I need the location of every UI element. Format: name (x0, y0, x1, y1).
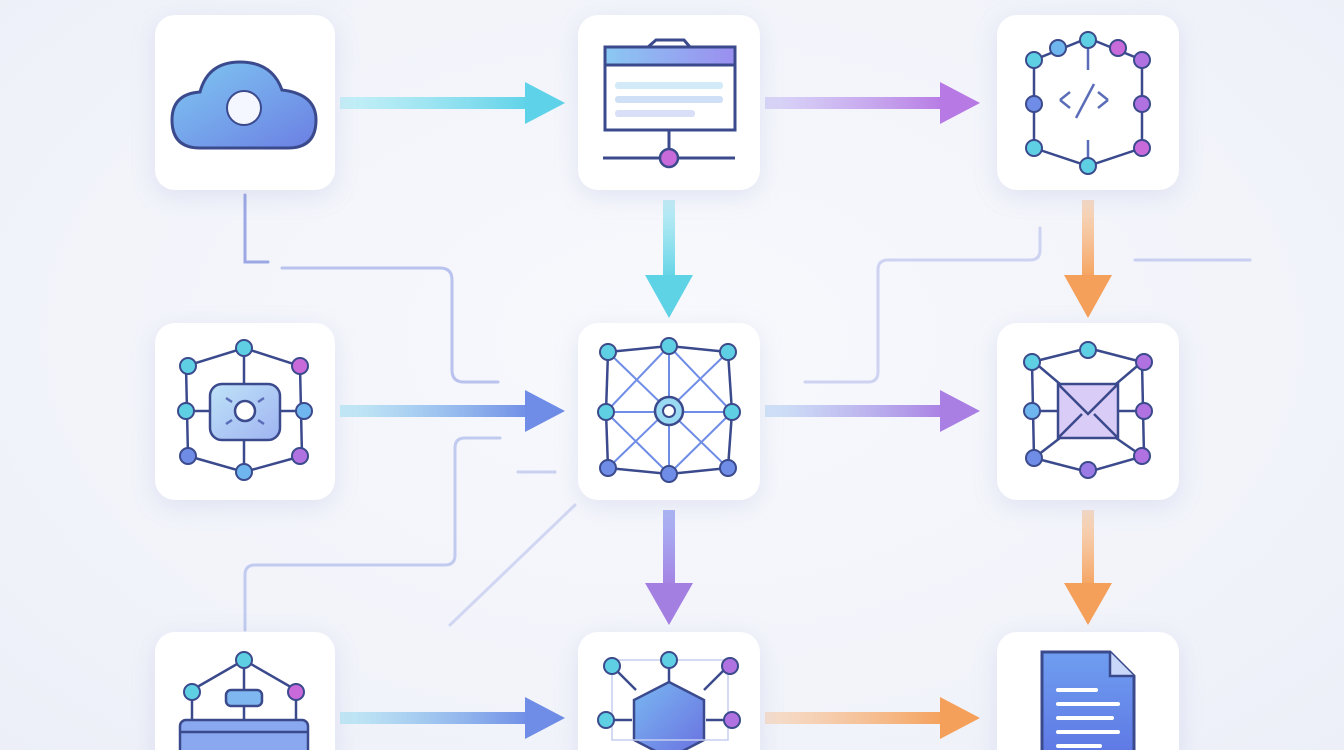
arrow-mesh-to-mail (765, 390, 980, 432)
arrow-code-network-to-mail (1064, 200, 1112, 318)
mail-network-node (997, 323, 1179, 500)
arrow-cloud-to-server (340, 82, 565, 124)
org-hierarchy-icon (178, 658, 310, 750)
arrow-server-to-mesh (645, 200, 693, 318)
network-nodes (1025, 31, 1151, 175)
cloud-node (155, 15, 335, 190)
browser-server-icon (603, 38, 737, 169)
connector-line (448, 503, 577, 627)
web-server-node (578, 15, 760, 190)
hierarchy-node (155, 632, 335, 750)
connector-line (280, 266, 500, 384)
connector-line (243, 193, 270, 264)
arrow-mail-to-document (1064, 510, 1112, 625)
arrow-server-to-code-network (765, 82, 980, 124)
connector-line (243, 436, 502, 632)
code-network-node (997, 15, 1179, 190)
arrow-hierarchy-to-hexagon-hub (340, 697, 565, 739)
document-icon (1040, 650, 1136, 750)
network-nodes (177, 339, 313, 481)
network-nodes (597, 337, 741, 483)
cloud-icon (170, 60, 318, 150)
arrow-processor-to-mesh (340, 390, 565, 432)
network-nodes (183, 651, 305, 701)
arrow-mesh-to-hexagon-hub (645, 510, 693, 625)
arrow-hexagon-hub-to-document (765, 697, 980, 739)
central-mesh-node (578, 323, 760, 500)
flow-arrows (340, 82, 1112, 739)
processor-network-node (155, 323, 335, 500)
document-node (997, 632, 1179, 750)
connector-line (803, 226, 1042, 384)
network-nodes (1023, 341, 1153, 479)
hexagon-hub-node (578, 632, 760, 750)
network-nodes (597, 651, 741, 729)
background-connector-lines (243, 193, 1252, 632)
